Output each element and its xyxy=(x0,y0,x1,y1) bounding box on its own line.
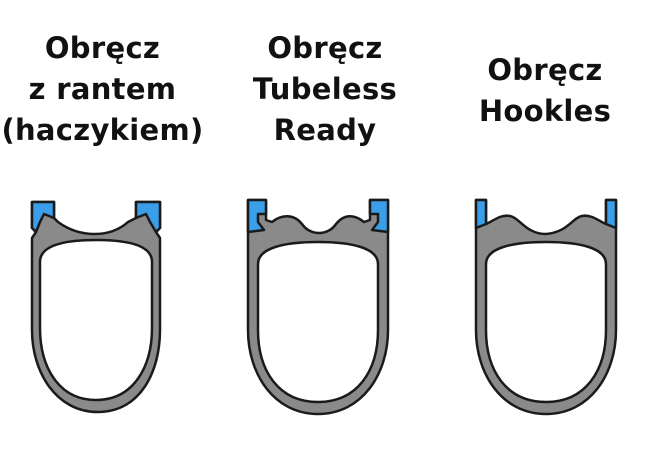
title-line: Obręcz xyxy=(267,31,383,65)
title-line: Obręcz xyxy=(487,53,603,87)
title-line: Tubeless xyxy=(252,72,398,106)
rim-hook-left xyxy=(246,198,268,234)
rim-cavity xyxy=(256,240,380,404)
title-line: (haczykiem) xyxy=(1,113,204,147)
rim-cavity xyxy=(484,240,608,404)
rim-panel-hookless: Obręcz Hookles xyxy=(440,0,650,454)
rim-hook-right xyxy=(134,200,162,234)
rim-title-tubeless-ready: Obręcz Tubeless Ready xyxy=(220,28,430,151)
title-line: Hookles xyxy=(478,94,612,128)
rim-panel-tubeless-ready: Obręcz Tubeless Ready xyxy=(220,0,430,454)
rim-title-hookless: Obręcz Hookles xyxy=(440,50,650,132)
rim-title-hooked: Obręcz z rantem (haczykiem) xyxy=(0,28,205,151)
hookless-rim-diagram xyxy=(474,198,618,416)
rim-bead-wall-left xyxy=(474,198,488,230)
rim-cavity xyxy=(38,238,154,402)
rim-bead-wall-right xyxy=(604,198,618,230)
rim-panel-hooked: Obręcz z rantem (haczykiem) xyxy=(0,0,205,454)
hooked-rim-diagram xyxy=(30,200,162,414)
rim-hook-left xyxy=(30,200,56,234)
title-line: z rantem xyxy=(28,72,177,106)
tubeless-ready-rim-diagram xyxy=(246,198,390,416)
title-line: Ready xyxy=(273,113,377,147)
rim-hook-right xyxy=(368,198,390,234)
title-line: Obręcz xyxy=(44,31,161,65)
